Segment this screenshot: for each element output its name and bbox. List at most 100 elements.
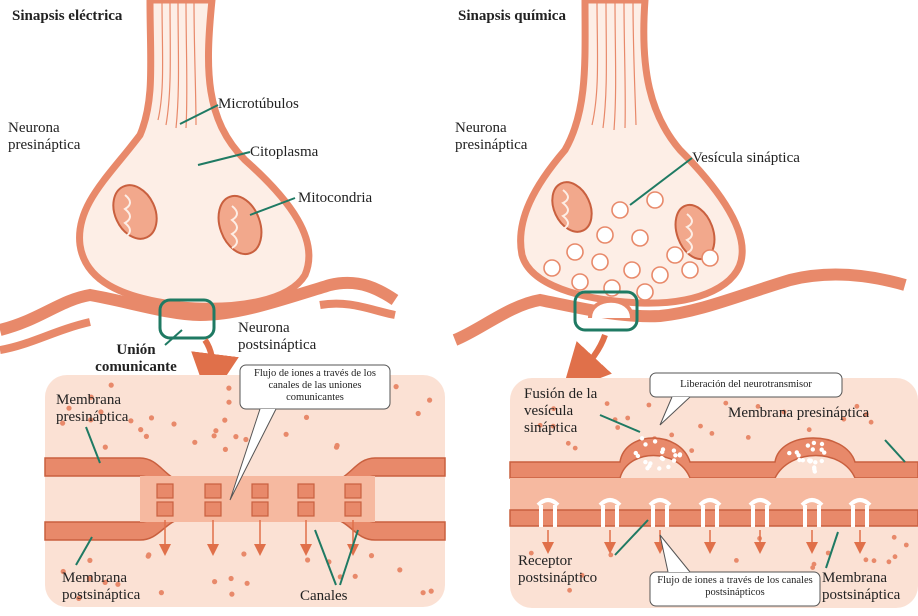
ion-dot	[869, 420, 874, 425]
ion-dot	[144, 434, 149, 439]
title-chemical-synapse: Sinapsis química	[458, 8, 566, 25]
ion-dot	[171, 421, 176, 426]
ion-dot	[710, 431, 715, 436]
neurotransmitter-dot	[820, 459, 824, 463]
ion-dot	[647, 403, 652, 408]
channel-top	[298, 484, 314, 498]
ion-dot	[573, 446, 578, 451]
synaptic-vesicle	[597, 227, 613, 243]
ion-dot	[746, 435, 751, 440]
ion-dot	[872, 558, 877, 563]
channel-top	[252, 484, 268, 498]
channel-top	[205, 484, 221, 498]
ion-dot	[567, 588, 572, 593]
ion-dot	[397, 567, 402, 572]
ion-dot	[416, 411, 421, 416]
neurotransmitter-dot	[797, 458, 801, 462]
ion-dot	[904, 543, 909, 548]
title-electrical-synapse: Sinapsis eléctrica	[12, 8, 122, 25]
label-mitochondria: Mitocondria	[298, 190, 372, 207]
label-right-ion-flow: Flujo de iones a través de los canales p…	[654, 575, 816, 599]
neurotransmitter-dot	[811, 447, 815, 451]
synaptic-vesicle	[637, 284, 653, 300]
neurotransmitter-dot	[643, 460, 647, 464]
ion-dot	[893, 554, 898, 559]
label-left-presynaptic-membrane: Membrana presináptica	[56, 392, 166, 426]
ion-dot	[212, 579, 217, 584]
synaptic-vesicle	[632, 230, 648, 246]
ion-dot	[222, 418, 227, 423]
neurotransmitter-dot	[787, 451, 791, 455]
channel-bottom	[298, 502, 314, 516]
ion-dot	[429, 589, 434, 594]
right-postsynaptic-band	[510, 510, 918, 526]
neurotransmitter-dot	[643, 442, 647, 446]
ion-dot	[213, 428, 218, 433]
chemical-synapse	[455, 0, 918, 608]
label-left-postsynaptic-membrane: Membrana postsináptica	[62, 570, 182, 604]
ion-dot	[427, 398, 432, 403]
label-cytoplasm: Citoplasma	[250, 144, 318, 161]
neurotransmitter-dot	[660, 450, 664, 454]
label-left-ion-flow: Flujo de iones a través de los canales d…	[244, 368, 386, 404]
ion-dot	[233, 434, 238, 439]
neurotransmitter-dot	[678, 452, 682, 456]
neurotransmitter-dot	[820, 442, 824, 446]
ion-dot	[353, 574, 358, 579]
ion-dot	[369, 553, 374, 558]
ion-dot	[304, 415, 309, 420]
ion-dot	[305, 557, 310, 562]
channel-bottom	[252, 502, 268, 516]
channel-bottom	[157, 502, 173, 516]
electrical-synapse	[0, 0, 445, 607]
ion-dot	[138, 427, 143, 432]
synaptic-vesicle	[572, 274, 588, 290]
ion-dot	[394, 384, 399, 389]
ion-dot	[223, 447, 228, 452]
neurotransmitter-dot	[640, 436, 644, 440]
ion-dot	[734, 558, 739, 563]
right-zoom-arrow	[578, 335, 605, 375]
ion-dot	[229, 576, 234, 581]
label-microtubules: Microtúbulos	[218, 96, 299, 113]
synaptic-vesicle	[647, 192, 663, 208]
label-vesicle-fusion: Fusión de la vesícula sináptica	[524, 386, 614, 437]
neurotransmitter-dot	[636, 454, 640, 458]
ion-dot	[807, 427, 812, 432]
synaptic-vesicle	[652, 267, 668, 283]
ion-dot	[812, 562, 817, 567]
right-vesicle-release-bump	[590, 301, 632, 318]
channel-bottom	[205, 502, 221, 516]
ion-dot	[226, 400, 231, 405]
ion-dot	[109, 383, 114, 388]
ion-dot	[892, 535, 897, 540]
neurotransmitter-dot	[661, 457, 665, 461]
neurotransmitter-dot	[645, 466, 649, 470]
neurotransmitter-dot	[672, 448, 676, 452]
label-neurotransmitter-release: Liberación del neurotransmisor	[656, 379, 836, 391]
ion-dot	[566, 441, 571, 446]
ion-dot	[284, 432, 289, 437]
neurotransmitter-dot	[657, 466, 661, 470]
label-right-postsynaptic-membrane: Membrana postsináptica	[822, 570, 916, 604]
ion-dot	[245, 581, 250, 586]
channel-bottom	[345, 502, 361, 516]
neurotransmitter-dot	[813, 460, 817, 464]
label-right-presynaptic-neuron: Neurona presináptica	[455, 120, 555, 154]
neurotransmitter-dot	[653, 439, 657, 443]
ion-dot	[241, 551, 246, 556]
neurotransmitter-dot	[812, 467, 816, 471]
synaptic-vesicle	[567, 244, 583, 260]
ion-dot	[87, 558, 92, 563]
label-synaptic-vesicle: Vesícula sináptica	[692, 150, 800, 167]
ion-dot	[212, 433, 217, 438]
neurotransmitter-dot	[820, 448, 824, 452]
label-channels: Canales	[300, 588, 347, 605]
synaptic-vesicle	[604, 280, 620, 296]
synaptic-vesicle	[592, 254, 608, 270]
label-gap-junction: Unión comunicante	[88, 342, 184, 376]
ion-dot	[689, 448, 694, 453]
ion-dot	[698, 424, 703, 429]
